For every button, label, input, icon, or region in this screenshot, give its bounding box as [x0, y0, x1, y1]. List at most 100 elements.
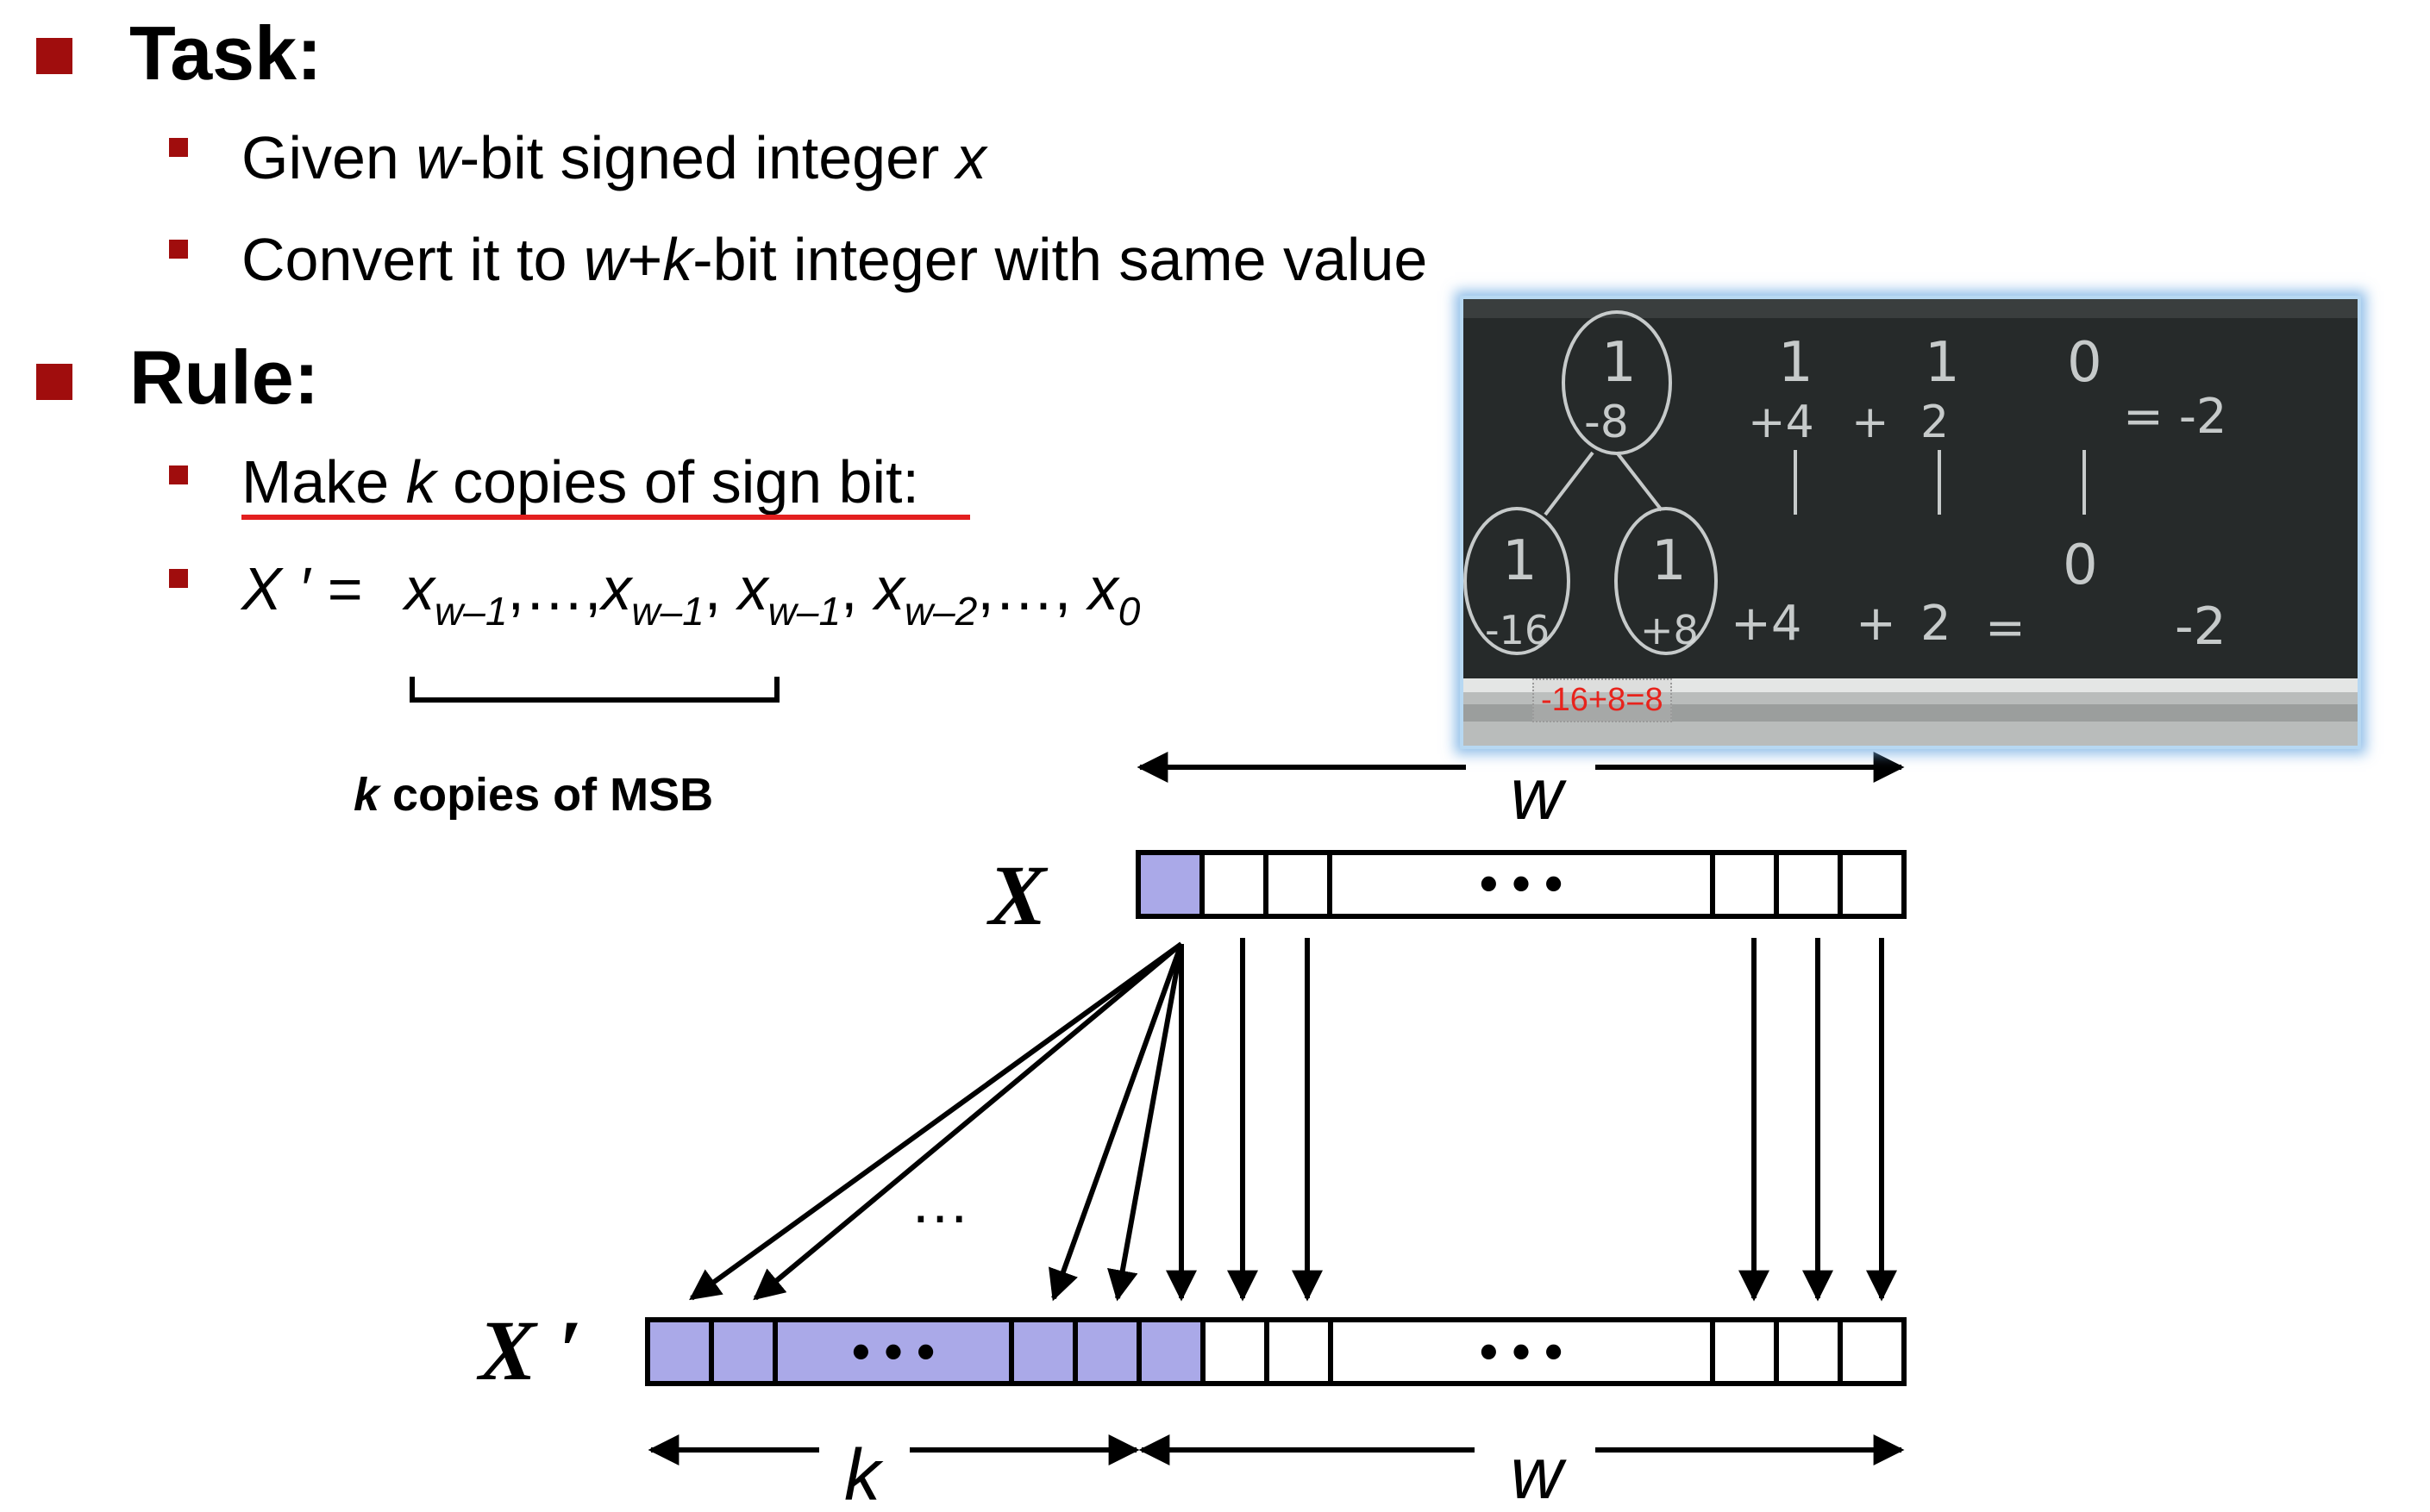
formula-ellipsis-2: ,…, — [977, 555, 1072, 622]
task-item-2-bullet-icon — [169, 240, 188, 259]
sign-arrow — [1107, 943, 1184, 1302]
x-label: X — [986, 847, 1049, 943]
chalk-bot-neg2: -2 — [2175, 597, 2226, 657]
xprime-cell-dots: • • • — [1480, 1322, 1563, 1380]
task-item-2-var-w: w — [583, 226, 628, 293]
xprime-sign-cell — [1073, 1317, 1142, 1386]
x-bit-cell — [1710, 850, 1779, 919]
xprime-bit-cell — [1710, 1317, 1779, 1386]
x-cell-dots: • • • — [1480, 854, 1563, 912]
brace-label-text: copies of MSB — [379, 769, 714, 821]
x-bit-cell — [1263, 850, 1332, 919]
chalk-bot-eq: = — [1985, 600, 2026, 656]
xprime-middle-cells — [1328, 1317, 1715, 1386]
formula-x-2: x — [601, 555, 632, 622]
sign-arrow — [689, 941, 1183, 1301]
formula-sub-5: 0 — [1118, 589, 1141, 634]
x-register: • • • — [1136, 850, 1907, 919]
chalk-bot-0: 0 — [2063, 534, 2098, 597]
xprime-register: • • • • • • — [645, 1317, 1907, 1386]
task-item-2-var-k: k — [662, 226, 693, 293]
chalk-bot-1: 1 — [1502, 529, 1538, 593]
formula-sub-4: w–2 — [904, 589, 978, 634]
xprime-sign-cell — [709, 1317, 778, 1386]
chalk-bot-2: 2 — [1920, 596, 1951, 652]
formula-lhs: X ′ = — [241, 555, 379, 622]
task-item-1-pre: Given — [241, 124, 416, 191]
task-item-1: Given w-bit signed integer x — [241, 128, 986, 188]
rule-bullet-icon — [36, 364, 72, 400]
chalk-top-0: 0 — [2067, 331, 2102, 395]
top-w-label: w — [1511, 753, 1568, 834]
xprime-bit-cell — [1774, 1317, 1843, 1386]
formula-x-4: x — [874, 555, 905, 622]
chalk-top-1b: 1 — [1778, 331, 1813, 395]
bottom-w-label: w — [1511, 1433, 1568, 1512]
xprime-bit-cell — [1200, 1317, 1269, 1386]
chalk-bot-1b: 1 — [1651, 529, 1687, 593]
formula-x-5: x — [1087, 555, 1118, 622]
chalk-top-plus: + — [1851, 397, 1889, 448]
xprime-bit-cell — [1838, 1317, 1907, 1386]
x-bit-cell — [1199, 850, 1268, 919]
chalk-top-eq: = -2 — [2123, 389, 2227, 445]
task-item-2-post: -bit integer with same value — [692, 226, 1428, 293]
x-bit-cell — [1838, 850, 1907, 919]
rule-item-1-bullet-icon — [169, 465, 188, 484]
xprime-sign-cell — [1009, 1317, 1078, 1386]
formula-comma-1: , — [704, 555, 722, 622]
sign-arrow — [1049, 942, 1184, 1302]
rule-item-1-underline — [241, 515, 970, 520]
formula-ellipsis-1: ,…, — [507, 555, 602, 622]
x-bit-cell — [1774, 850, 1843, 919]
xprime-bit-cell — [1264, 1317, 1333, 1386]
bottom-k-label: k — [844, 1434, 884, 1512]
chalk-top-plus4: +4 — [1748, 397, 1814, 448]
chalk-circle — [1463, 507, 1570, 655]
task-item-2: Convert it to w+k-bit integer with same … — [241, 229, 1427, 290]
task-item-2-pre: Convert it to — [241, 226, 584, 293]
chalk-top-neg8: -8 — [1584, 397, 1629, 448]
chalk-bot-plus4: +4 — [1731, 596, 1802, 652]
rule-item-1: Make k copies of sign bit: — [241, 452, 919, 512]
photo-caption: -16+8=8 — [1532, 678, 1672, 722]
sign-arrow — [753, 941, 1183, 1301]
task-heading: Task: — [129, 10, 323, 96]
formula-comma-2: , — [841, 555, 858, 622]
task-item-1-var-w: w — [416, 124, 460, 191]
xprime-sign-bit-cell — [1137, 1317, 1206, 1386]
chalk-line — [1615, 451, 1663, 512]
chalk-top-1c: 1 — [1925, 331, 1960, 395]
chalk-bot-plus8: +8 — [1640, 607, 1699, 653]
task-item-2-plus: + — [627, 226, 663, 293]
formula-x-3: x — [737, 555, 768, 622]
rule-item-1-post: copies of sign bit: — [435, 448, 919, 515]
formula-sub-2: w–1 — [631, 589, 705, 634]
chalk-top-1: 1 — [1601, 331, 1637, 395]
chalk-circle — [1614, 507, 1718, 655]
formula-sub-1: w–1 — [435, 589, 508, 634]
task-item-1-var-x: x — [955, 124, 986, 191]
task-item-1-bullet-icon — [169, 138, 188, 157]
sign-extension-arrows — [689, 938, 1897, 1302]
chalkboard-photo: 1 -8 1 +4 + 1 2 0 = -2 1 -16 1 +8 +4 + 2… — [1460, 296, 2361, 749]
xprime-label: X ′ — [476, 1303, 582, 1398]
chalk-bot-neg16: -16 — [1485, 607, 1550, 653]
rule-item-2-formula: X ′ = xw–1,…,xw–1, xw–1, xw–2,…, x0 — [241, 559, 1140, 631]
rule-item-1-var-k: k — [405, 448, 436, 515]
formula-x-1: x — [404, 555, 435, 622]
xprime-sign-dots: • • • — [852, 1322, 935, 1380]
brace-label-var-k: k — [354, 769, 380, 821]
rule-item-2-bullet-icon — [169, 569, 188, 588]
x-sign-bit-cell — [1136, 850, 1205, 919]
chalkboard-drawing: 1 -8 1 +4 + 1 2 0 = -2 1 -16 1 +8 +4 + 2… — [1463, 299, 2358, 746]
rule-item-1-pre: Make — [241, 448, 406, 515]
task-item-1-mid: -bit signed integer — [459, 124, 956, 191]
formula-sub-3: w–1 — [767, 589, 842, 634]
middle-ellipsis: … — [910, 1168, 970, 1235]
task-bullet-icon — [36, 38, 72, 74]
xprime-sign-cell — [645, 1317, 714, 1386]
k-copies-brace — [410, 677, 780, 703]
rule-heading: Rule: — [129, 334, 319, 420]
